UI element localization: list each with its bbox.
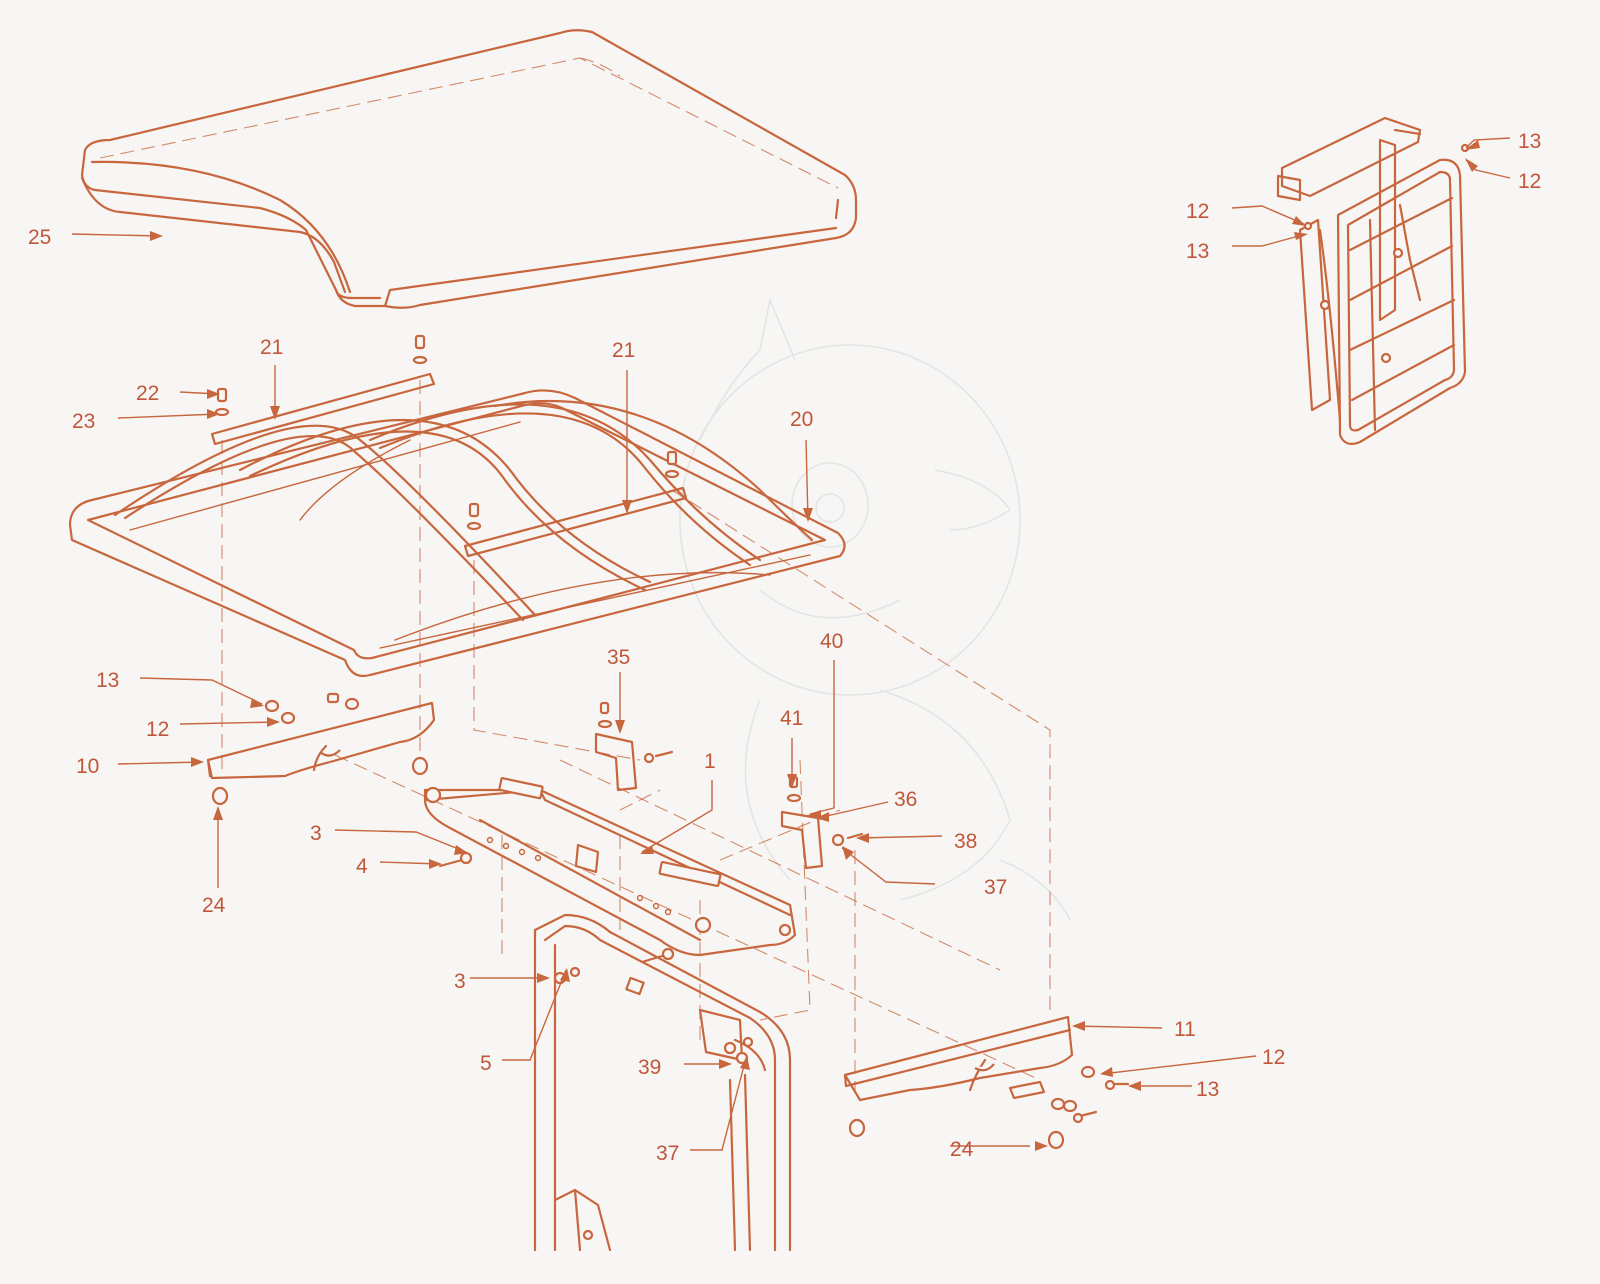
- callout-13-left: 13: [96, 669, 119, 692]
- callout-3-lower: 3: [454, 970, 466, 993]
- leader-lines: [71, 137, 1511, 1151]
- callout-12-left: 12: [146, 718, 169, 741]
- callout-24-left: 24: [202, 894, 226, 917]
- callout-11: 11: [1174, 1018, 1196, 1041]
- callout-23: 23: [72, 410, 95, 433]
- callout-1: 1: [704, 750, 716, 773]
- callout-37-lower: 37: [656, 1142, 679, 1165]
- callout-10: 10: [76, 755, 99, 778]
- canopy-top-part-25: [80, 29, 858, 309]
- canopy-frame-part-20: [68, 389, 846, 678]
- callout-12-right: 12: [1262, 1046, 1285, 1069]
- bolt-part-22: [214, 334, 680, 531]
- bracket-part-35: [594, 701, 674, 792]
- callout-20: 20: [790, 408, 813, 431]
- detail-rack-assembly: [1276, 116, 1470, 445]
- arrowheads: [150, 140, 1480, 1151]
- callout-13-detail-left: 13: [1186, 240, 1209, 263]
- callout-labels: 25 21 21 22 23 20 13 12 10 24 35 40 41 1…: [28, 130, 1541, 1165]
- callout-40: 40: [820, 630, 843, 653]
- callout-36: 36: [894, 788, 917, 811]
- callout-12-detail-left: 12: [1186, 200, 1209, 223]
- cross-beam-part-1: [423, 777, 797, 957]
- bracket-part-10: [206, 692, 436, 806]
- bracket-part-11: [843, 1015, 1130, 1150]
- callout-3-upper: 3: [310, 822, 322, 845]
- callout-39: 39: [638, 1056, 661, 1079]
- watermark-illustration: [679, 297, 1071, 921]
- callout-21-left: 21: [260, 336, 283, 359]
- side-frame: [533, 913, 792, 1252]
- strap-part-21-left: [210, 372, 436, 446]
- callout-13-right: 13: [1196, 1078, 1219, 1101]
- callout-21-right: 21: [612, 339, 635, 362]
- callout-41: 41: [780, 707, 803, 730]
- callout-22: 22: [136, 382, 159, 405]
- callout-38: 38: [954, 830, 977, 853]
- callout-12-detail-top: 12: [1518, 170, 1541, 193]
- callout-37-right: 37: [984, 876, 1007, 899]
- callout-25: 25: [28, 226, 51, 249]
- callout-13-detail-top: 13: [1518, 130, 1541, 153]
- callout-35: 35: [607, 646, 630, 669]
- bolt-part-4: [438, 851, 675, 964]
- callout-4: 4: [356, 855, 368, 878]
- callout-24-right: 24: [950, 1138, 974, 1161]
- callout-5: 5: [480, 1052, 492, 1075]
- strap-part-21-right: [463, 486, 688, 558]
